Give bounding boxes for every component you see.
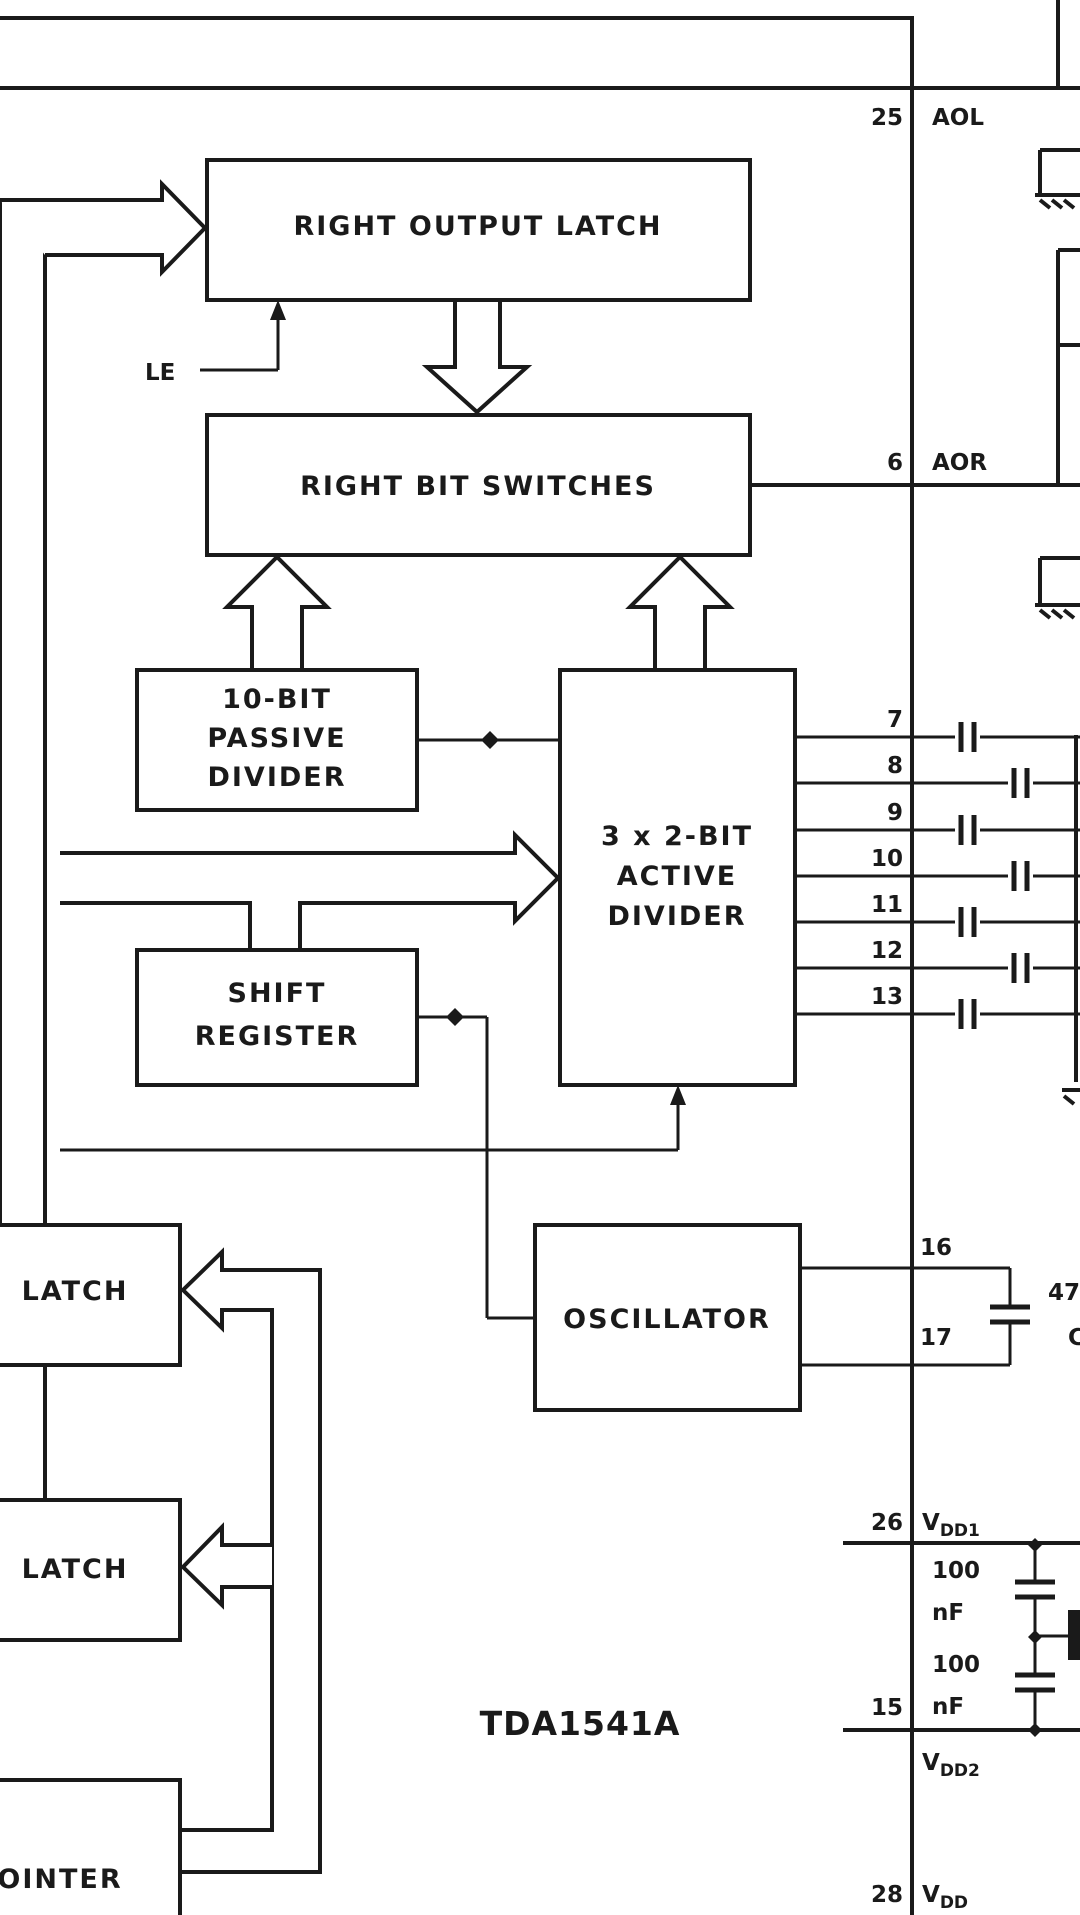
latch-lower-input-arrow [180, 1522, 272, 1610]
le-label: LE [145, 360, 175, 386]
shift-register-block: SHIFT REGISTER [135, 948, 419, 1087]
supply-capacitors: 100 nF 100 nF [932, 1538, 1080, 1737]
svg-text:47: 47 [1048, 1280, 1080, 1306]
svg-text:26: 26 [871, 1510, 903, 1536]
right-output-latch-label: RIGHT OUTPUT LATCH [293, 211, 662, 242]
svg-text:11: 11 [871, 892, 903, 918]
pin-aol: 25 AOL [871, 105, 984, 131]
svg-text:25: 25 [871, 105, 903, 131]
latch-to-switches-arrow [421, 298, 533, 415]
svg-text:7: 7 [887, 707, 903, 733]
svg-text:C: C [1068, 1325, 1080, 1351]
active-divider-line1: 3 x 2-BIT [601, 821, 753, 852]
divider-output-pins: 7 8 9 10 11 12 13 [795, 707, 1080, 1016]
svg-text:13: 13 [871, 984, 903, 1010]
clock-wire [417, 1008, 535, 1320]
svg-text:28: 28 [871, 1882, 903, 1908]
svg-text:AOR: AOR [932, 450, 987, 476]
latch-upper-block: LATCH [0, 1223, 182, 1367]
counter-label: OINTER [0, 1864, 123, 1895]
svg-text:15: 15 [871, 1695, 903, 1721]
ground-symbols [1035, 148, 1080, 1106]
svg-text:8: 8 [887, 753, 903, 779]
svg-text:AOL: AOL [932, 105, 984, 131]
latch-upper-label: LATCH [22, 1276, 129, 1307]
latch-lower-block: LATCH [0, 1498, 182, 1642]
counter-block: OINTER [0, 1778, 182, 1915]
svg-text:10: 10 [871, 846, 903, 872]
chip-label: TDA1541A [480, 1704, 681, 1743]
right-output-latch-block: RIGHT OUTPUT LATCH [205, 158, 752, 302]
latch-input-arrow [0, 179, 208, 277]
passive-divider-line3: DIVIDER [207, 762, 346, 793]
svg-text:6: 6 [887, 450, 903, 476]
latch-upper-input-arrow [180, 1247, 320, 1735]
active-divider-line2: ACTIVE [617, 861, 738, 892]
divider-capacitors [955, 722, 1078, 1082]
passive-to-switches-arrow [222, 554, 332, 670]
svg-text:16: 16 [920, 1235, 952, 1261]
shift-register-line1: SHIFT [228, 978, 327, 1009]
svg-text:100: 100 [932, 1652, 980, 1678]
svg-text:12: 12 [871, 938, 903, 964]
oscillator-block: OSCILLATOR [533, 1223, 802, 1412]
vdd2-pin: 15 VDD2 [843, 1695, 1080, 1781]
svg-text:100: 100 [932, 1558, 980, 1584]
active-divider-block: 3 x 2-BIT ACTIVE DIVIDER [558, 668, 797, 1087]
vdd1-pin: 26 VDD1 [843, 1510, 1080, 1545]
le-signal: LE [145, 300, 286, 386]
latch-lower-label: LATCH [22, 1554, 129, 1585]
passive-active-node [481, 731, 499, 749]
svg-text:VDD1: VDD1 [922, 1510, 980, 1541]
svg-text:17: 17 [920, 1325, 952, 1351]
shift-register-line2: REGISTER [195, 1021, 360, 1052]
data-into-active-arrow [60, 830, 561, 950]
passive-divider-block: 10-BIT PASSIVE DIVIDER [135, 668, 419, 812]
pin-aor: 6 AOR [887, 450, 987, 476]
svg-text:9: 9 [887, 800, 903, 826]
active-divider-line3: DIVIDER [607, 901, 746, 932]
oscillator-pins: 16 17 47 C [800, 1235, 1080, 1367]
svg-text:nF: nF [932, 1600, 964, 1626]
svg-text:nF: nF [932, 1694, 964, 1720]
passive-divider-line1: 10-BIT [222, 684, 332, 715]
right-bit-switches-label: RIGHT BIT SWITCHES [300, 471, 656, 502]
passive-divider-line2: PASSIVE [207, 723, 346, 754]
active-divider-clock [60, 1085, 686, 1152]
svg-text:VDD: VDD [922, 1882, 968, 1913]
active-to-switches-arrow [625, 554, 735, 670]
vdd-pin: 28 VDD [871, 1882, 968, 1913]
right-bit-switches-block: RIGHT BIT SWITCHES [205, 413, 752, 557]
svg-text:VDD2: VDD2 [922, 1750, 980, 1781]
oscillator-label: OSCILLATOR [563, 1304, 771, 1335]
